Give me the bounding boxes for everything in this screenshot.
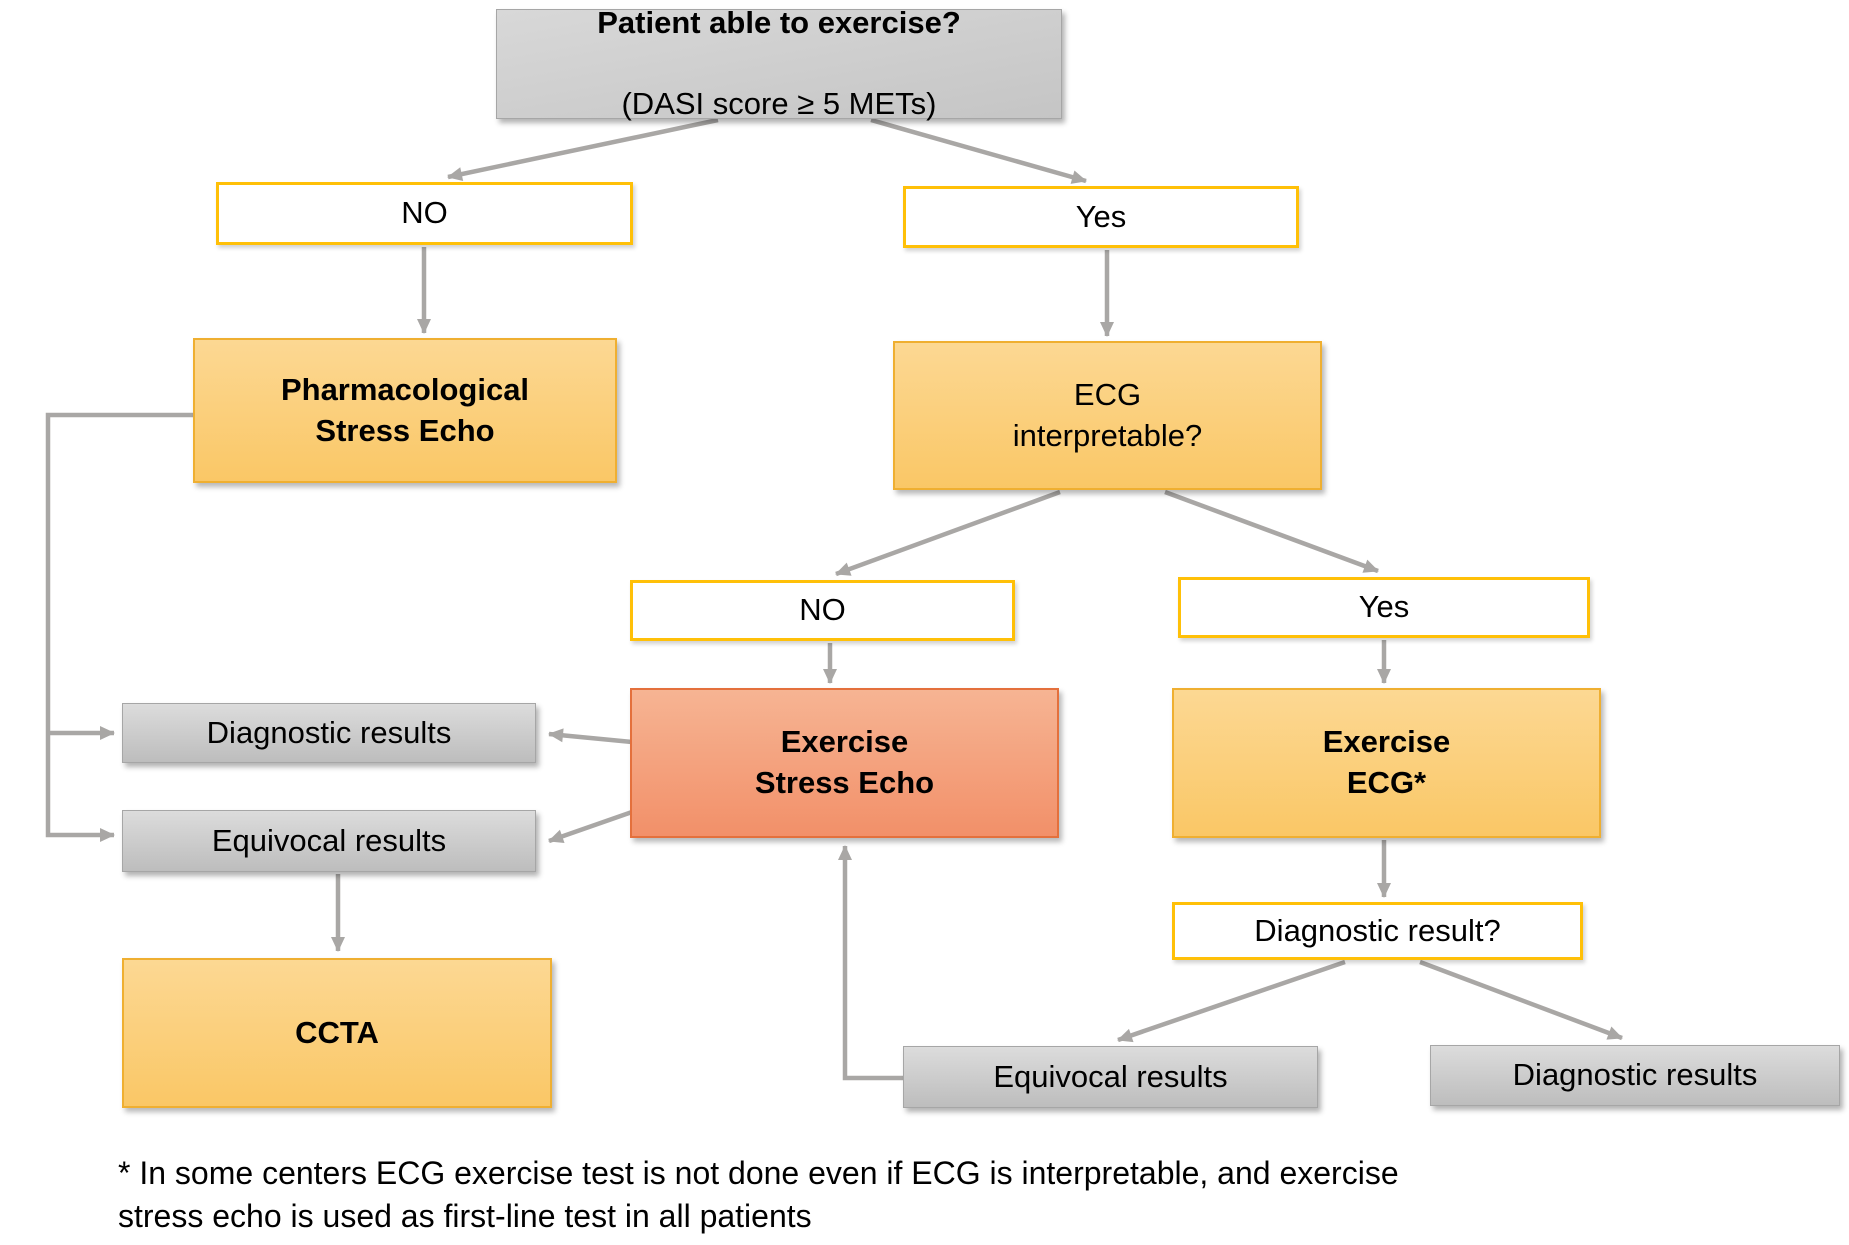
node-exercise-ecg: Exercise ECG* [1172,688,1601,838]
arrow-diagnostic-question-to-diagnostic [1419,959,1623,1041]
root-question-line2: (DASI score ≥ 5 METs) [621,86,937,122]
root-question-line1: Patient able to exercise? [597,4,961,40]
arrow-pharm-loop-to-equivocal [45,412,193,842]
node-root-question: Patient able to exercise? (DASI score ≥ … [496,5,1062,121]
node-no-top: NO [216,182,633,245]
node-exercise-stress-echo: Exercise Stress Echo [630,688,1059,838]
node-yes-top: Yes [903,186,1299,248]
node-ccta: CCTA [122,958,552,1108]
node-equivocal-results-bottom: Equivocal results [903,1046,1318,1108]
node-yes-mid: Yes [1178,577,1590,638]
node-no-mid: NO [630,580,1015,641]
node-diagnostic-result-question: Diagnostic result? [1172,902,1583,960]
arrow-diagnostic-question-to-equivocal [1117,959,1346,1043]
arrow-ecg-to-yes [1164,489,1379,574]
node-equivocal-results-left: Equivocal results [122,810,536,872]
node-diagnostic-results-bottom: Diagnostic results [1430,1045,1840,1106]
arrow-equivocal-loop-to-stress-echo [838,845,903,1081]
arrow-ecg-to-no [835,489,1061,577]
node-ecg-interpretable: ECG interpretable? [893,341,1322,490]
arrow-stress-echo-to-diagnostic-results [548,728,633,745]
footnote-text: * In some centers ECG exercise test is n… [118,1155,1399,1234]
arrow-stress-echo-to-equivocal-results [548,809,633,844]
node-pharmacological-stress-echo: Pharmacological Stress Echo [193,338,617,483]
node-diagnostic-results-left: Diagnostic results [122,703,536,763]
